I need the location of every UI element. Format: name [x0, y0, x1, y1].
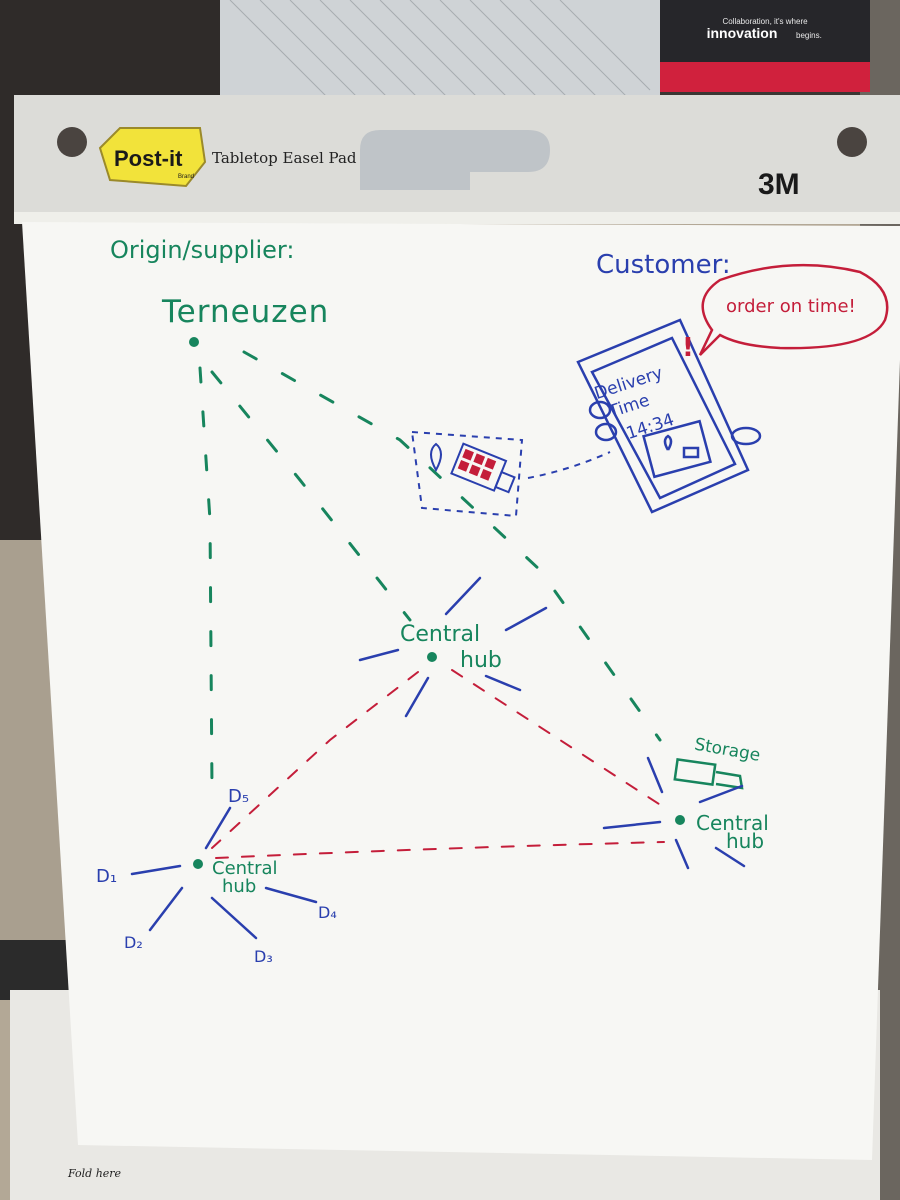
location-pin-icon	[430, 442, 442, 473]
center-hub-spokes	[358, 576, 548, 718]
banner-line2: innovation	[707, 25, 778, 41]
destination-d2: D₂	[124, 933, 143, 952]
phone-map-box	[642, 419, 712, 479]
phone-ring-2	[594, 422, 618, 442]
phone-ring-1	[588, 400, 612, 420]
window-mesh-pattern	[229, 0, 651, 101]
green-routes	[198, 350, 662, 792]
window-glass	[220, 0, 660, 100]
right-hub-spokes	[602, 756, 746, 870]
maker-logo: 3M	[758, 168, 800, 201]
postit-logo: Post-it Brand	[98, 127, 207, 188]
easel-paper-sheet	[22, 222, 900, 1160]
destination-d4: D₄	[318, 903, 337, 922]
origin-heading: Origin/supplier:	[110, 236, 294, 264]
truck-tracking-box	[410, 430, 611, 518]
speech-bubble: order on time!	[698, 263, 889, 356]
center-hub-dot	[427, 652, 437, 662]
right-hub-dot	[675, 815, 685, 825]
binder-hole-right	[837, 127, 867, 157]
route-origin-to-center-hub	[210, 370, 412, 622]
carry-handle-cutout	[360, 130, 550, 190]
route-origin-to-right-hub	[242, 350, 662, 742]
origin-name: Terneuzen	[161, 294, 329, 330]
link-center-to-right	[451, 669, 663, 807]
left-hub-dot	[193, 859, 203, 869]
tracking-link-line	[527, 451, 611, 479]
banner-line3: begins.	[796, 31, 822, 40]
easel-pad-header: Post-it Brand Tabletop Easel Pad 3M	[14, 95, 900, 224]
speech-bubble-text: order on time!	[726, 296, 856, 317]
link-left-to-right	[215, 841, 665, 859]
center-hub-label2: hub	[460, 648, 502, 673]
innovation-banner: Collaboration, it's where innovation beg…	[660, 0, 870, 92]
postit-brand-sub: Brand	[178, 174, 194, 180]
destination-d1: D₁	[96, 866, 117, 887]
postit-brand: Post-it	[114, 146, 183, 171]
destination-d5: D₅	[228, 786, 249, 807]
origin-dot	[189, 337, 199, 347]
left-hub-spokes	[130, 806, 318, 940]
banner-line1: Collaboration, it's where	[722, 17, 808, 26]
center-hub-label1: Central	[400, 622, 480, 647]
customer-heading: Customer:	[596, 250, 731, 280]
delivery-phone	[576, 318, 762, 514]
red-hub-links	[211, 669, 665, 859]
truck-load-icon	[450, 442, 516, 494]
right-hub-label1: Central	[696, 811, 769, 835]
phone-button	[730, 426, 762, 446]
left-hub-label1: Central	[212, 858, 278, 879]
destination-d3: D₃	[254, 947, 273, 966]
storage-icon	[673, 758, 744, 790]
binder-hole-left	[57, 127, 87, 157]
product-name: Tabletop Easel Pad	[212, 149, 357, 167]
left-hub-label2: hub	[222, 876, 256, 897]
truck-icon	[682, 446, 700, 459]
exclamation-mark: !	[682, 333, 694, 363]
link-center-to-left	[211, 671, 419, 849]
right-hub-label2: hub	[726, 829, 764, 853]
route-origin-to-left-hub	[198, 366, 214, 792]
fold-label: Fold here	[67, 1167, 122, 1180]
pin-icon	[663, 434, 673, 451]
